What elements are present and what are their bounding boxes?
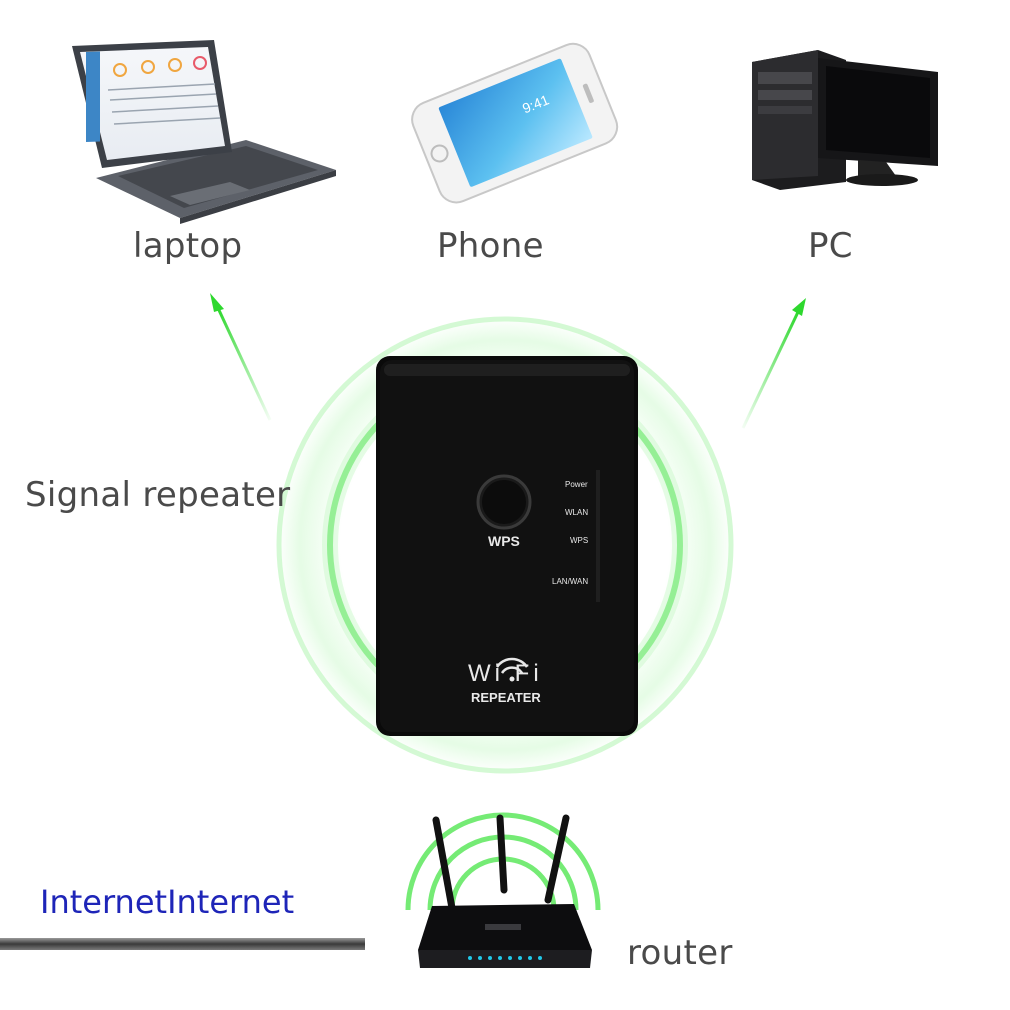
repeater-brand-subtitle: REPEATER: [471, 690, 541, 705]
led-label-wps: WPS: [570, 536, 589, 545]
led-label-wlan: WLAN: [565, 508, 589, 517]
repeater-label: Signal repeater: [25, 475, 291, 515]
pc-icon: [752, 50, 938, 190]
led-label-power: Power: [565, 480, 588, 489]
repeater-device: [376, 356, 638, 736]
led-label-lanwan: LAN/WAN: [552, 577, 589, 586]
internet-label: InternetInternet: [40, 883, 295, 921]
phone-label: Phone: [437, 226, 544, 266]
pc-label: PC: [808, 226, 853, 266]
phone-icon: 9:41: [411, 42, 619, 204]
arrow-up-left: [210, 293, 272, 421]
wps-button-label: WPS: [488, 533, 520, 549]
laptop-icon: [72, 40, 336, 224]
internet-cable: [0, 938, 365, 950]
router-device: [405, 812, 601, 968]
wifi-icon: [495, 657, 529, 674]
wifi-brand-logo: Wi Fi: [468, 660, 543, 687]
router-label: router: [627, 933, 733, 973]
arrow-up-right: [741, 298, 806, 429]
laptop-label: laptop: [133, 226, 243, 266]
